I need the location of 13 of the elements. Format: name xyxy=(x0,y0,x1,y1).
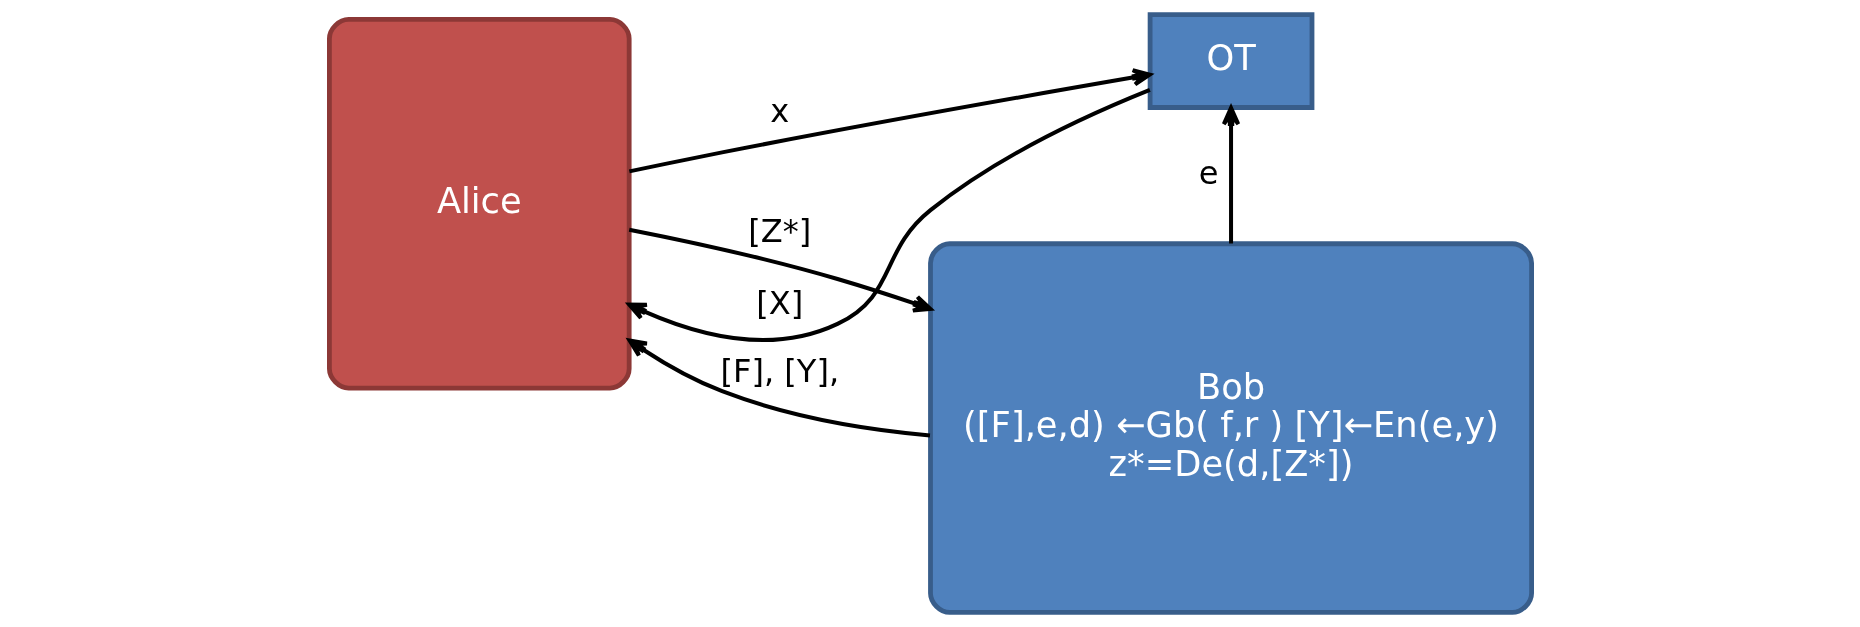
arrow xyxy=(1221,105,1240,244)
node-box: Bob ([F],e,d) ←Gb( f,r ) [Y]←En(e,y) z*=De(d,[Z*]) xyxy=(927,241,1534,615)
arrow xyxy=(628,227,932,313)
edge-label: e xyxy=(1198,153,1218,192)
edge-label: x xyxy=(769,91,789,130)
node-box: OT xyxy=(1147,12,1314,110)
node-box: Alice xyxy=(326,16,632,391)
arrow xyxy=(626,88,1151,342)
arrow xyxy=(627,338,930,438)
edge-label: [F], [Y], xyxy=(720,351,839,390)
arrow xyxy=(628,68,1152,174)
edge-label: [X] xyxy=(755,284,803,323)
edge-label: [Z*] xyxy=(747,212,811,251)
